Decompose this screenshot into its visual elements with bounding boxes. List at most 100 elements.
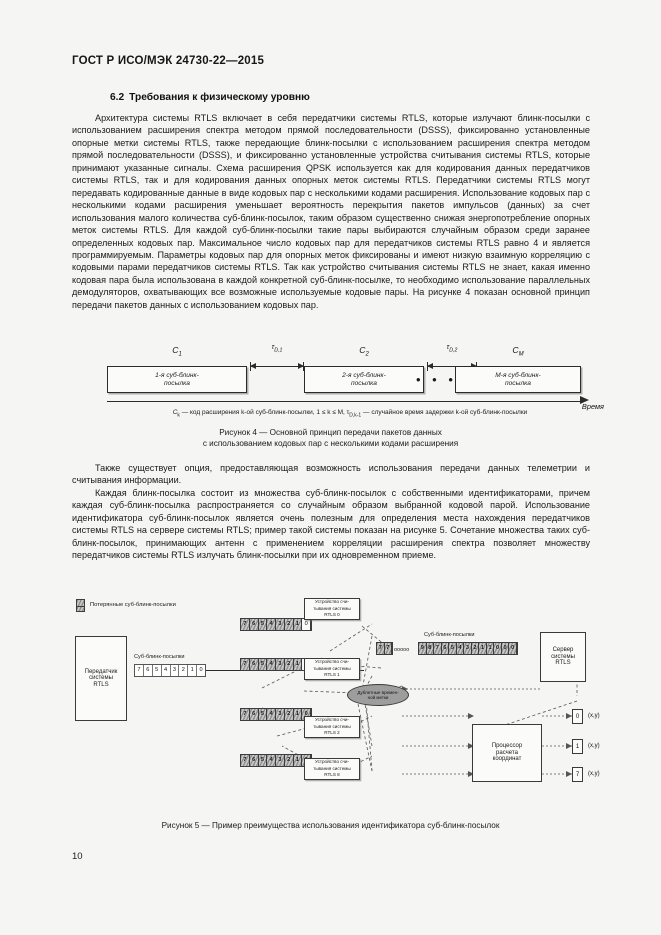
reader0-line3: RTLS 0 — [324, 612, 340, 618]
oval-line1: Дублетные времен- — [357, 689, 399, 695]
reader-device-1: Устройство счи- тывания системы RTLS 1 — [304, 658, 360, 680]
figure4-boxm-line2: посылка — [505, 379, 531, 387]
figure4-note-symbol: C — [172, 409, 178, 416]
processor-line3: координат — [492, 756, 522, 763]
timestamp-oval: Дублетные времен- ной метки — [347, 684, 409, 706]
output-xy-7: (x,y) — [588, 771, 600, 777]
transmitter-box: Передатчик системы RTLS — [75, 636, 127, 721]
subblink-cell: 3 — [464, 643, 472, 654]
subblink-cell: 6 — [442, 643, 450, 654]
subblink-cell: 4 — [457, 643, 465, 654]
reader-device-8: Устройство счи- тывания системы RTLS 8 — [304, 758, 360, 780]
subblink-cell: 8 — [427, 643, 435, 654]
subblink-cell: 1 — [294, 619, 303, 630]
figure4-delay-label-1: τD,1 — [271, 344, 283, 354]
figure4-ellipsis: • • • — [416, 372, 457, 387]
subblink-cell: 7 — [385, 643, 392, 654]
processor-line2: расчета — [496, 749, 518, 756]
reader0-line2: тывания системы — [313, 605, 351, 611]
figure4-time-axis — [107, 401, 581, 402]
reader1-line3: RTLS 1 — [324, 672, 340, 678]
subblink-cell: 3 — [276, 709, 285, 720]
subblink-cell: 0 — [199, 667, 203, 673]
output-id-1: 1 — [572, 739, 583, 754]
reader8-line2: тывания системы — [313, 765, 351, 771]
paragraph-text: Архитектура системы RTLS включает в себя… — [72, 113, 590, 310]
subblink-cell: 3 — [171, 665, 180, 676]
subblink-cell: 7 — [241, 659, 250, 670]
subblink-cell: 6 — [250, 619, 259, 630]
oval-line2: ной метки — [367, 695, 389, 700]
reader2-line2: тывания системы — [313, 723, 351, 729]
figure4-caption-line1: Рисунок 4 — Основной принцип передачи па… — [219, 428, 442, 437]
subblink-cell: 2 — [472, 643, 480, 654]
subblink-cell: 1 — [294, 659, 303, 670]
subblink-cell: 9 — [419, 643, 427, 654]
subblink-cell: 7 — [434, 643, 442, 654]
figure4-note-text2: — случайное время задержки k-ой суб-блин… — [361, 409, 528, 416]
paragraph-text: Также существует опция, предоставляющая … — [72, 463, 590, 486]
subblink-cell: 4 — [162, 665, 171, 676]
subblink-cell: 7 — [241, 755, 250, 766]
figure4-delay-arrow-1 — [250, 362, 304, 371]
figure4-box2-line2: посылка — [351, 379, 377, 387]
page-header-standard-title: ГОСТ Р ИСО/МЭК 24730-22—2015 — [72, 55, 265, 67]
subblink-cell: 2 — [285, 755, 294, 766]
subblink-cell: 3 — [276, 755, 285, 766]
figure4-boxm-line1: M-я суб-блинк- — [495, 371, 541, 379]
subblink-cell: 0 — [509, 643, 517, 654]
subblink-source-label: Суб-блинк-посылки — [134, 654, 185, 660]
coordinate-processor-box: Процессор расчета координат — [472, 724, 542, 782]
reader1-line1: Устройство счи- — [314, 659, 350, 665]
output-id-0: 0 — [572, 709, 583, 724]
subblink-cell: 1 — [479, 643, 487, 654]
paragraph-blink-structure: Каждая блинк-посылка состоит из множеств… — [72, 487, 590, 562]
figure4-box1-line1: 1-я суб-блинк- — [155, 371, 199, 379]
reader8-line1: Устройство счи- — [314, 759, 350, 765]
subblink-cell: 5 — [259, 659, 268, 670]
subblink-cell: 4 — [267, 659, 276, 670]
figure4-note: Ck — код расширения k-ой суб-блинк-посыл… — [100, 409, 600, 418]
subblink-cell: 1 — [294, 755, 303, 766]
figure4-box1-line2: посылка — [164, 379, 190, 387]
figure4-subblink-box-2: 2-я суб-блинк- посылка — [304, 366, 424, 393]
figure-4-diagram: C1 1-я суб-блинк- посылка τD,1 C2 2-я су… — [100, 342, 604, 411]
transmitter-line2: системы — [89, 675, 113, 682]
figure4-subblink-box-1: 1-я суб-блинк- посылка — [107, 366, 247, 393]
subblink-cell: 1 — [487, 643, 495, 654]
figure4-subblink-box-m: M-я суб-блинк- посылка — [455, 366, 581, 393]
figure4-time-axis-label: Время — [581, 402, 604, 411]
subblink-cell: 6 — [250, 709, 259, 720]
output-xy-0: (x,y) — [588, 713, 600, 719]
subblink-cell: 6 — [250, 659, 259, 670]
short-strip-zeros: ооооо — [394, 647, 410, 653]
server-line1: Сервер — [552, 647, 574, 654]
figure-5-diagram: Потерянные суб-блинк-посылки Передатчик … — [72, 596, 600, 811]
subblink-cell: 1 — [294, 709, 303, 720]
figure4-note-symbol-sub: k — [177, 412, 180, 419]
paragraph-telemetry: Также существует опция, предоставляющая … — [72, 462, 590, 487]
reader2-line1: Устройство счи- — [314, 717, 350, 723]
subblink-cell: 0 — [494, 643, 502, 654]
reader-device-2: Устройство счи- тывания системы RTLS 2 — [304, 716, 360, 738]
page-number: 10 — [72, 851, 83, 862]
figure-4-caption: Рисунок 4 — Основной принцип передачи па… — [0, 427, 661, 449]
subblink-cell: 4 — [267, 619, 276, 630]
subblink-cell: 7 — [241, 619, 250, 630]
reader2-line3: RTLS 2 — [324, 730, 340, 736]
subblink-cell: 4 — [267, 709, 276, 720]
subblink-cell: 5 — [259, 619, 268, 630]
subblink-server-label: Суб-блинк-посылки — [424, 632, 475, 638]
subblink-cell: 7 — [377, 643, 385, 654]
section-number: 6.2 — [110, 92, 125, 103]
reader-device-0: Устройство счи- тывания системы RTLS 0 — [304, 598, 360, 620]
figure4-caption-line2: с использованием кодовых пар с нескольки… — [202, 439, 459, 448]
subblink-cell: 2 — [285, 619, 294, 630]
transmitter-line1: Передатчик — [84, 668, 118, 675]
processor-line1: Процессор — [491, 743, 523, 750]
